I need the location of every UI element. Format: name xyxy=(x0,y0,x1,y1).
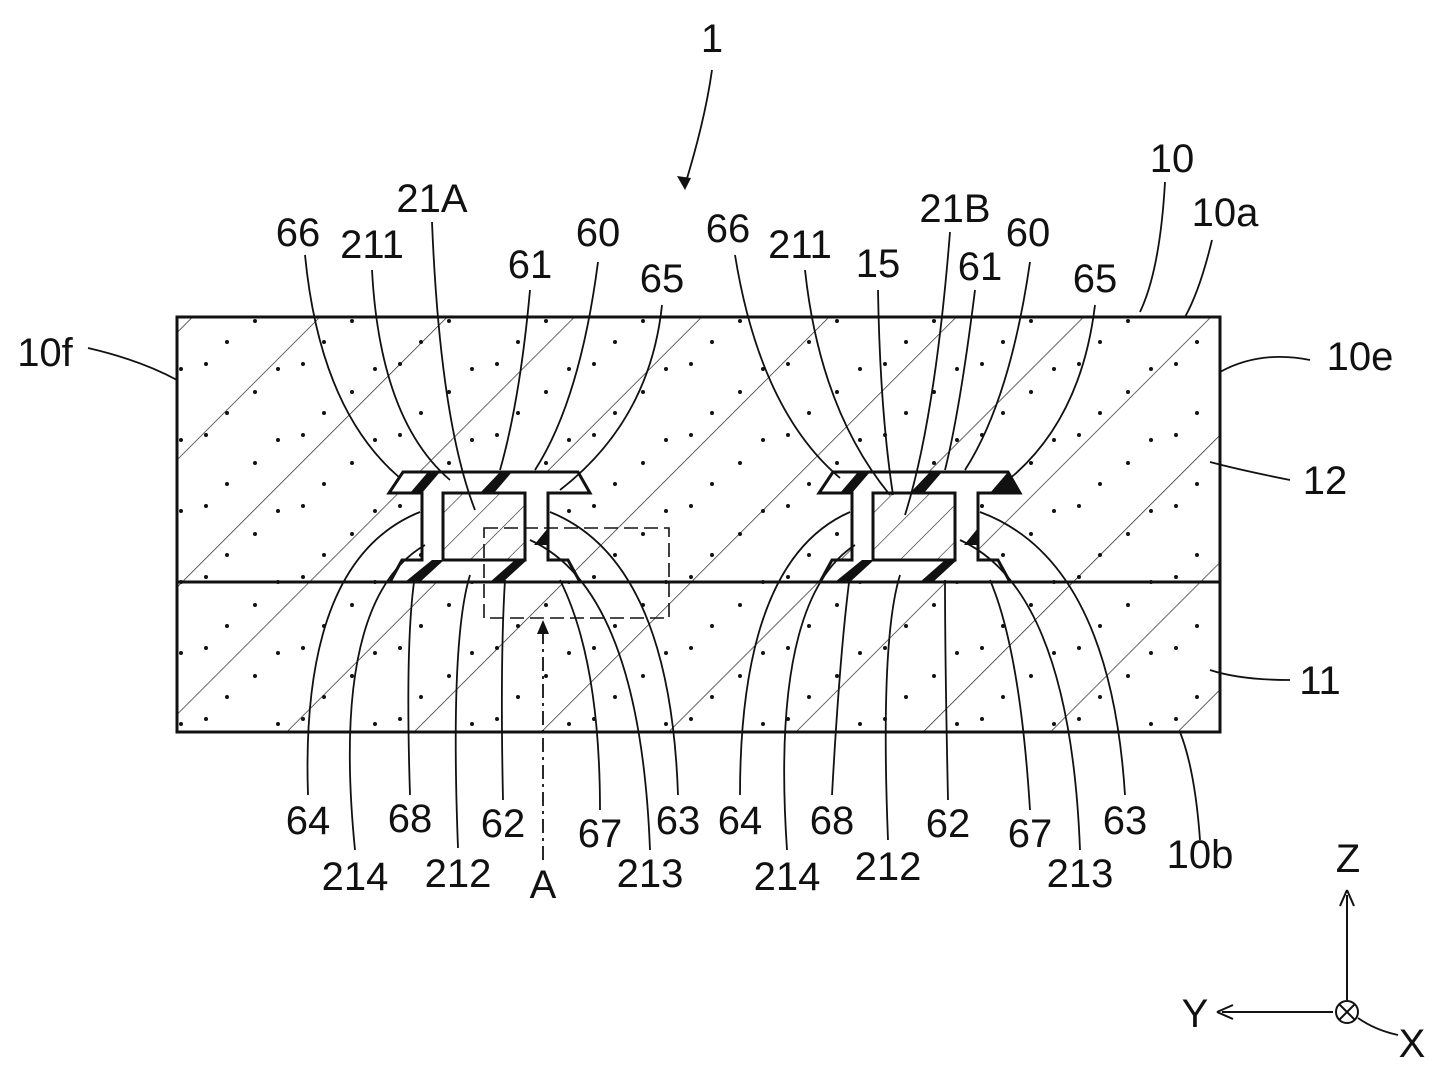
label-214: 214 xyxy=(322,855,389,899)
label-61: 61 xyxy=(508,243,553,287)
label-64: 64 xyxy=(718,799,763,843)
label-62: 62 xyxy=(926,802,971,846)
label-212: 212 xyxy=(425,852,492,896)
label-63: 63 xyxy=(1103,799,1148,843)
label-211: 211 xyxy=(340,223,404,267)
label-15: 15 xyxy=(856,242,901,286)
label-66: 66 xyxy=(276,211,321,255)
label-65: 65 xyxy=(1073,257,1118,301)
label-63: 63 xyxy=(656,799,701,843)
label-bottom-surface: 10b xyxy=(1167,833,1234,877)
label-lower-layer: 11 xyxy=(1299,659,1341,703)
label-212: 212 xyxy=(855,845,922,889)
label-detail-A: A xyxy=(530,863,557,907)
label-68: 68 xyxy=(810,799,855,843)
axis-label-z: Z xyxy=(1336,837,1360,881)
label-68: 68 xyxy=(388,797,433,841)
label-211: 211 xyxy=(768,223,832,267)
chip-body-21B xyxy=(873,493,955,560)
label-65: 65 xyxy=(640,257,685,301)
axis-label-x: X xyxy=(1399,1022,1426,1066)
label-60: 60 xyxy=(1006,211,1051,255)
label-21A: 21A xyxy=(396,177,467,221)
label-213: 213 xyxy=(617,852,684,896)
label-body: 10 xyxy=(1150,137,1195,181)
label-60: 60 xyxy=(576,211,621,255)
label-67: 67 xyxy=(1008,812,1053,856)
label-62: 62 xyxy=(481,802,526,846)
label-67: 67 xyxy=(578,812,623,856)
label-21B: 21B xyxy=(919,187,990,231)
label-device: 1 xyxy=(701,17,723,61)
label-left-surface: 10f xyxy=(17,331,73,375)
label-213: 213 xyxy=(1047,852,1114,896)
label-61: 61 xyxy=(958,245,1003,289)
label-214: 214 xyxy=(754,855,821,899)
label-top-surface: 10a xyxy=(1192,191,1259,235)
axis-label-y: Y xyxy=(1182,992,1209,1036)
label-66: 66 xyxy=(706,207,751,251)
label-upper-layer: 12 xyxy=(1303,459,1348,503)
label-right-surface: 10e xyxy=(1327,335,1394,379)
label-64: 64 xyxy=(286,799,331,843)
